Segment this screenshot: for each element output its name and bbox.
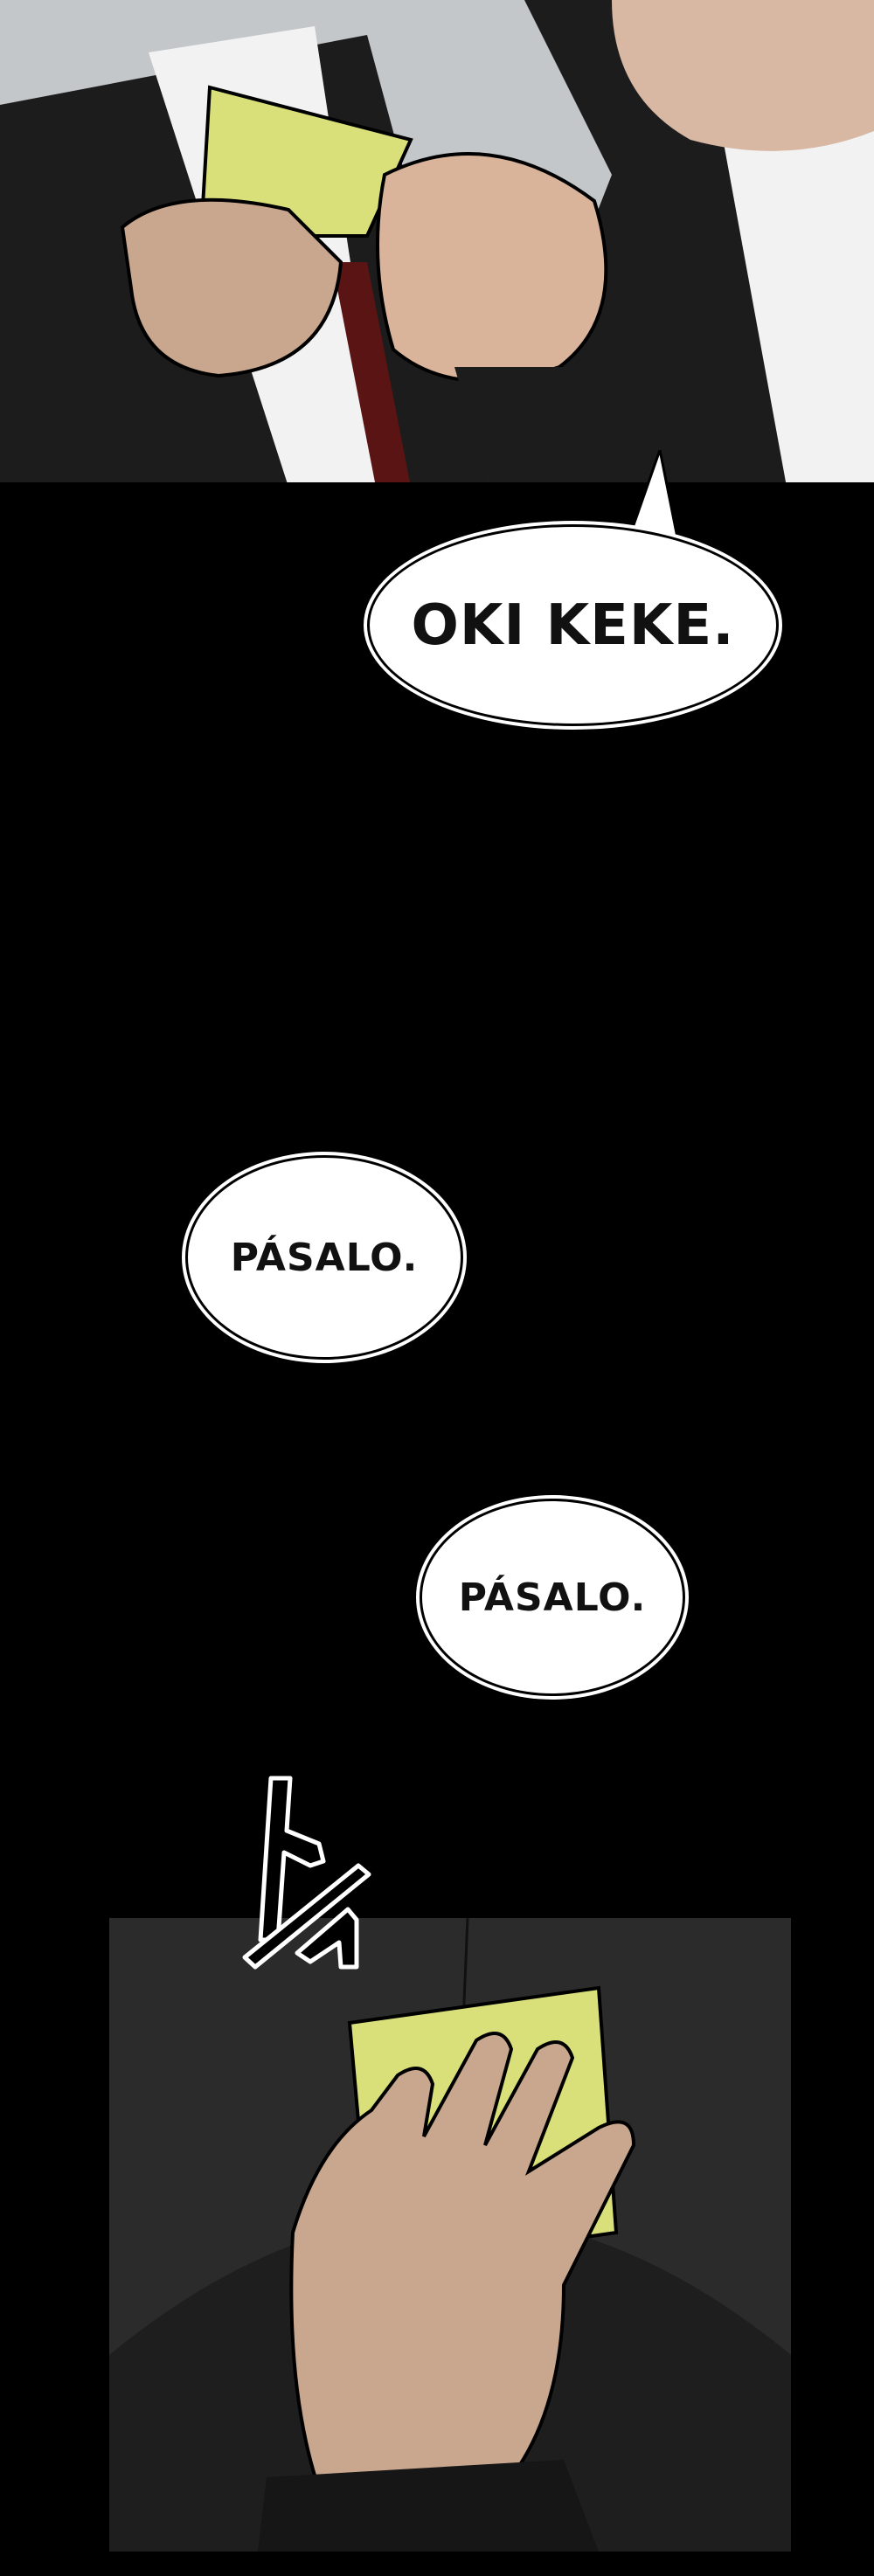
sfx-lettering	[236, 1769, 376, 1970]
hand-illustration	[109, 1918, 791, 2552]
sfx-swish-icon	[242, 1776, 371, 1970]
speech-bubble-pasalo-2: PÁSALO.	[420, 1499, 685, 1696]
speech-text: OKI KEKE.	[411, 592, 735, 658]
bottom-panel-hand-on-note	[109, 1918, 791, 2552]
top-panel-handoff	[0, 0, 874, 487]
speech-text: PÁSALO.	[458, 1575, 647, 1620]
handoff-illustration	[0, 0, 874, 487]
speech-text: PÁSALO.	[230, 1235, 419, 1280]
speech-bubble-oki-keke: OKI KEKE.	[367, 524, 779, 726]
speech-bubble-pasalo-1: PÁSALO.	[185, 1155, 463, 1360]
